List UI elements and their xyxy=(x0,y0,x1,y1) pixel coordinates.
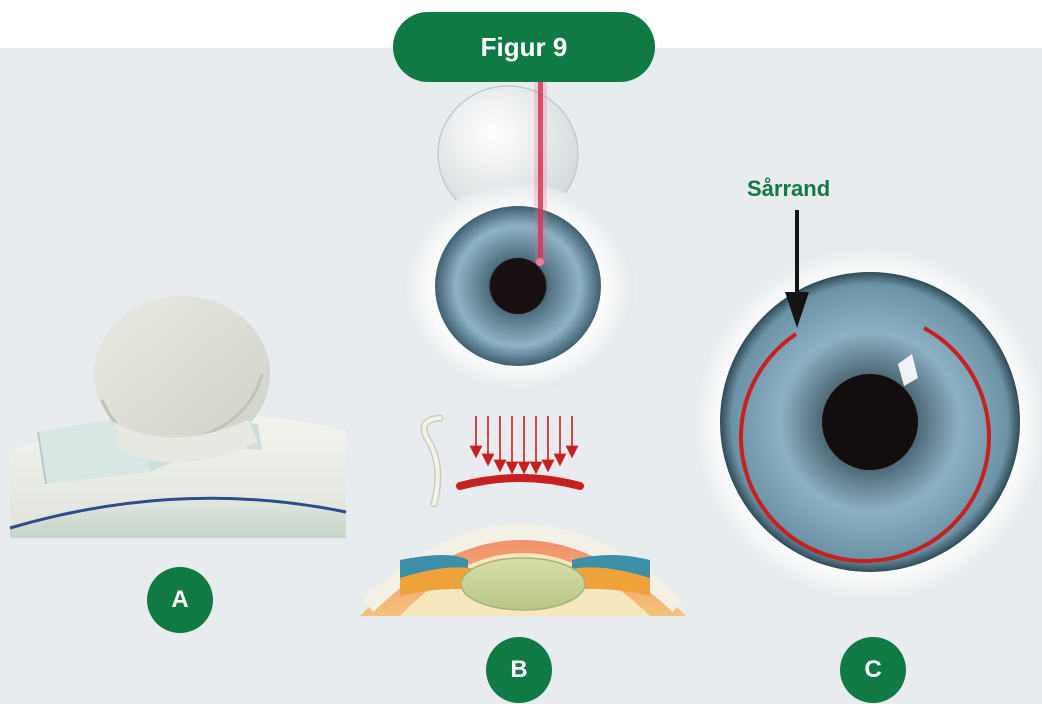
panel-b-label: B xyxy=(486,637,552,703)
panel-c-label: C xyxy=(840,637,906,703)
panel-a-label: A xyxy=(147,567,213,633)
figure-title: Figur 9 xyxy=(393,12,655,82)
panel-a-illustration xyxy=(10,282,356,542)
panel-c-eye xyxy=(692,234,1036,614)
wound-edge-label: Sårrand xyxy=(747,176,830,202)
panel-b-cross-section xyxy=(360,410,690,620)
panel-b-laser-eye xyxy=(398,76,638,406)
wound-edge-arrow xyxy=(782,210,812,330)
